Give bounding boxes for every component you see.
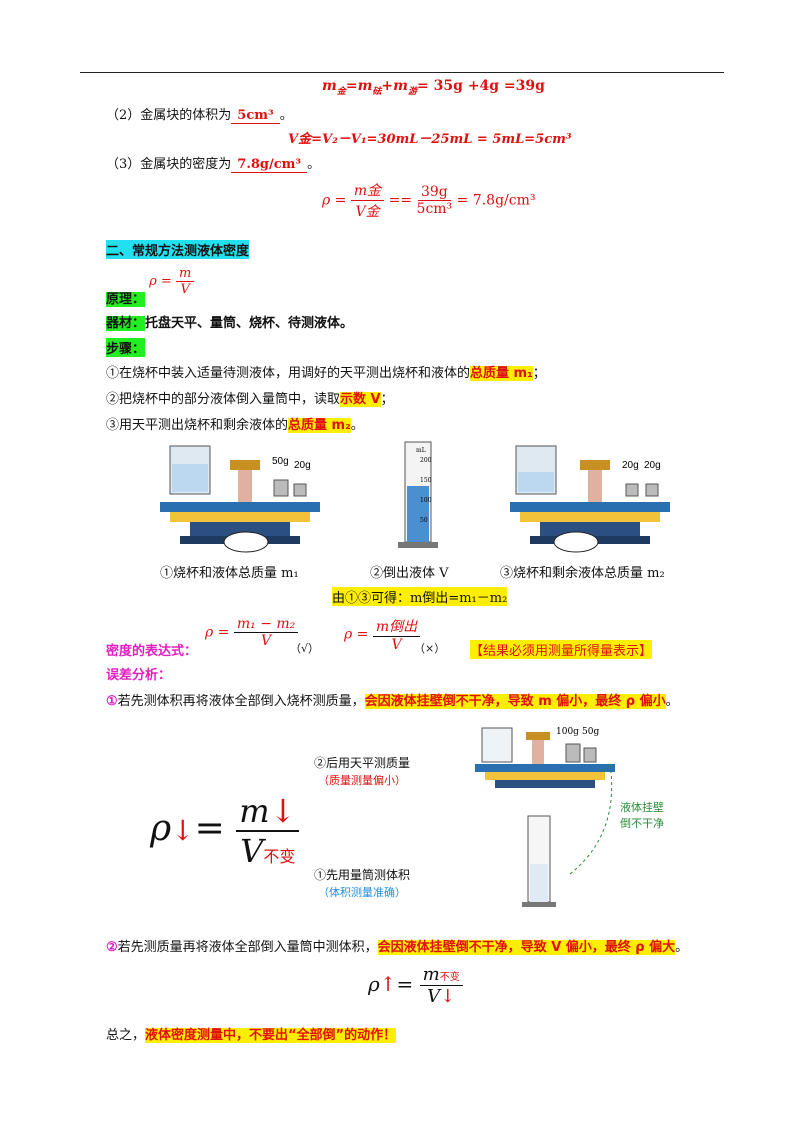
mark-correct: （√） [290, 642, 320, 655]
weight-50g-label: 50g [272, 456, 289, 467]
weight-100g-label: 100g [556, 727, 579, 737]
weight-50g-label-2: 50g [582, 727, 599, 737]
error-case-2: ②若先测质量再将液体全部倒入量筒中测体积，会因液体挂壁倒不干净，导致 V 偏小，… [106, 940, 689, 955]
density-expression-label: 密度的表达式： [106, 644, 198, 659]
weight-20g-label: 20g [294, 460, 311, 471]
header-rule [80, 72, 724, 73]
fig-label-weigh: ②后用天平测质量 [314, 756, 411, 770]
result-note: 【结果必须用测量所得量表示】 [470, 640, 653, 659]
graduated-cylinder: mL 200 150 100 50 [398, 441, 438, 548]
step-2: ②把烧杯中的部分液体倒入量筒中，读取示数 V； [106, 392, 394, 407]
fig-label-volume: ①先用量筒测体积 [314, 868, 411, 882]
svg-text:150: 150 [420, 477, 432, 484]
caption-3: ③烧杯和剩余液体总质量 m₂ [500, 566, 665, 581]
fig-note-mass-small: （质量测量偏小） [318, 774, 406, 787]
balance-2: 20g 20g [510, 445, 670, 553]
weight-20g-label-3: 20g [644, 460, 661, 471]
svg-text:mL: mL [416, 447, 426, 454]
fig-note-volume-accurate: （体积测量准确） [318, 886, 406, 899]
fig-side-note: 液体挂壁倒不干净 [620, 801, 664, 830]
step-1: ①在烧杯中装入适量待测液体，用调好的天平测出烧杯和液体的总质量 m₁； [106, 366, 546, 381]
steps-label: 步骤： [106, 338, 146, 357]
svg-text:100: 100 [420, 497, 432, 504]
derivation-line: 由①③可得：m倒出=m₁－m₂ [332, 587, 508, 606]
big-density-formula: ρ↓= m↓V不变 [150, 792, 300, 870]
weight-20g-label-2: 20g [622, 460, 639, 471]
error-analysis-label: 误差分析： [106, 668, 172, 683]
equipment-line: 器材：托盘天平、量筒、烧杯、待测液体。 [106, 316, 354, 331]
step-3: ③用天平测出烧杯和剩余液体的总质量 m₂。 [106, 418, 364, 433]
balance-1: 50g 20g [160, 445, 320, 553]
mark-wrong: （×） [414, 642, 446, 655]
volume-calc-line: V金=V₂－V₁=30mL－25mL = 5mL=5cm³ [288, 132, 572, 147]
measurement-figure: 50g 20g mL 200 150 100 50 20g 20g [160, 441, 670, 553]
svg-text:50: 50 [420, 517, 428, 524]
error-case-1: ①若先测体积再将液体全部倒入烧杯测质量，会因液体挂壁倒不干净，导致 m 偏小，最… [106, 694, 679, 709]
svg-text:200: 200 [420, 457, 432, 464]
caption-2: ②倒出液体 V [370, 566, 449, 581]
section-2-title: 二、常规方法测液体密度 [106, 240, 250, 259]
mass-sum-line: m金=m砝+m游= 35g +4g =39g [322, 78, 545, 97]
error-figure: 100g 50g [475, 727, 615, 907]
summary-line: 总之，液体密度测量中，不要出“全部倒”的动作！ [106, 1028, 397, 1043]
caption-1: ①烧杯和液体总质量 m₁ [160, 566, 299, 581]
